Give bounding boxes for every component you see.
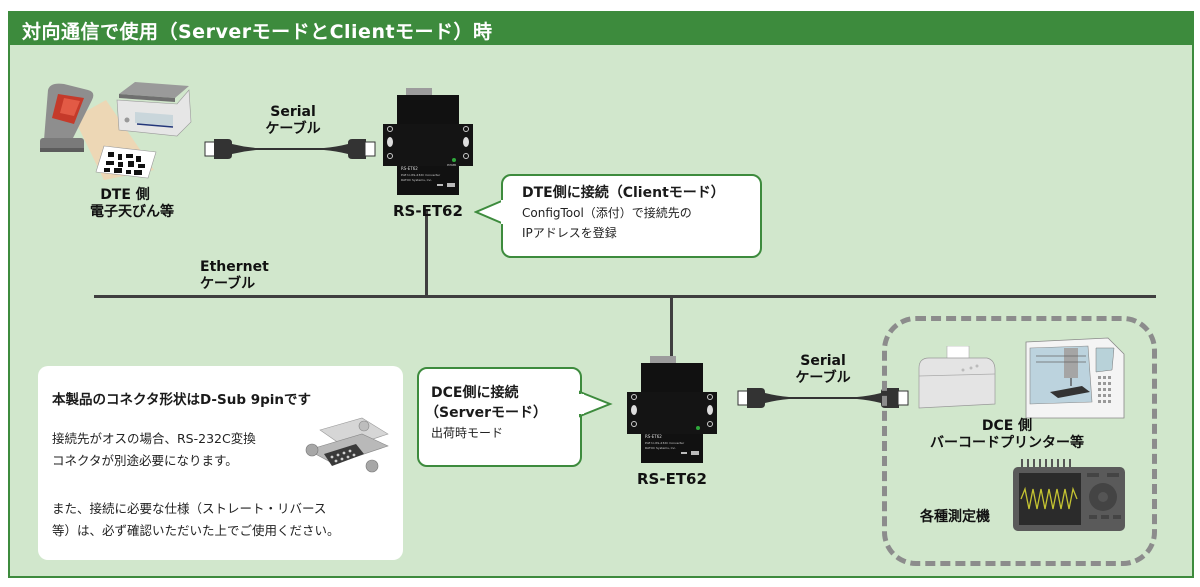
ethernet-cable-label-line2: ケーブル (200, 276, 256, 292)
dsub-connector-icon (302, 416, 392, 476)
bottom-serial-cable-label-line2: ケーブル (795, 370, 851, 386)
bottom-bubble-pointer (578, 390, 614, 420)
ethernet-bus-line (94, 295, 1156, 298)
measuring-instrument-icon (1013, 459, 1125, 533)
server-mode-bubble-title-line2: （Serverモード） (425, 405, 548, 421)
ethernet-cable-label: Ethernet ケーブル (200, 259, 269, 293)
client-mode-bubble-line2: IPアドレスを登録 (522, 226, 617, 240)
bottom-converter-device-icon: RS-ET62 PoE to RS-232C Converter RATOC S… (625, 356, 719, 466)
bottom-converter-model-label: RS-ET62 (637, 470, 707, 488)
connector-note-para1: 接続先がオスの場合、RS-232C変換 コネクタが別途必要になります。 (52, 428, 256, 472)
connector-note-para1-line2: コネクタが別途必要になります。 (52, 453, 238, 468)
top-converter-model-label: RS-ET62 (393, 202, 463, 220)
connector-note-para1-line1: 接続先がオスの場合、RS-232C変換 (52, 431, 256, 446)
bottom-converter-face-maker: RATOC Systems, Inc. (645, 446, 676, 450)
connector-note-box: 本製品のコネクタ形状はD-Sub 9pinです 接続先がオスの場合、RS-232… (38, 366, 403, 560)
server-mode-bubble-title-line1: DCE側に接続 (431, 385, 519, 401)
bottom-converter-drop-line (670, 297, 673, 357)
measuring-instrument-label: 各種測定機 (920, 509, 990, 525)
connector-note-para2-line2: 等）は、必ず確認いただいた上でご使用ください。 (52, 523, 340, 538)
electronic-scale-icon (115, 80, 195, 140)
client-mode-bubble-title: DTE側に接続（Clientモード） (522, 185, 725, 201)
top-converter-power-label: POWER (447, 163, 457, 167)
top-serial-cable-icon (204, 135, 376, 163)
dce-device-group (882, 316, 1157, 566)
top-converter-face-model: RS-ET62 (401, 166, 418, 171)
connector-note-para2: また、接続に必要な仕様（ストレート・リバース 等）は、必ず確認いただいた上でご使… (52, 498, 340, 542)
ethernet-cable-label-line1: Ethernet (200, 259, 269, 275)
connector-note-title: 本製品のコネクタ形状はD-Sub 9pinです (52, 392, 312, 408)
dce-device-label-line1: DCE 側 (981, 418, 1033, 434)
server-mode-bubble: DCE側に接続 （Serverモード） 出荷時モード (417, 367, 582, 467)
dte-device-label-line1: DTE 側 (100, 187, 150, 203)
top-serial-cable-label-line2: ケーブル (265, 121, 321, 137)
dte-device-label-line2: 電子天びん等 (90, 204, 174, 220)
top-converter-drop-line (425, 210, 428, 296)
client-mode-bubble: DTE側に接続（Clientモード） ConfigTool（添付）で接続先の I… (501, 174, 762, 258)
top-converter-device-icon: RS-ET62 PoE to RS-232C Converter RATOC S… (381, 88, 475, 198)
diagram-title: 対向通信で使用（ServerモードとClientモード）時 (22, 21, 493, 43)
title-bar: 対向通信で使用（ServerモードとClientモード）時 (10, 13, 1192, 45)
receipt-printer-icon (915, 346, 997, 412)
server-mode-bubble-body: 出荷時モード (431, 426, 504, 440)
dce-device-label-line2: バーコードプリンター等 (930, 435, 1084, 451)
cnc-machine-icon (1016, 334, 1126, 419)
top-serial-cable-label-line1: Serial (270, 104, 316, 120)
dce-device-label: DCE 側 バーコードプリンター等 (912, 418, 1102, 452)
barcode-scanner-icon (36, 82, 161, 182)
bottom-serial-cable-label: Serial ケーブル (788, 353, 858, 387)
bottom-serial-cable-icon (737, 384, 909, 412)
top-serial-cable-label: Serial ケーブル (258, 104, 328, 138)
bottom-converter-face-model: RS-ET62 (645, 434, 662, 439)
connector-note-para2-line1: また、接続に必要な仕様（ストレート・リバース (52, 501, 327, 516)
top-converter-face-maker: RATOC Systems, Inc. (401, 178, 432, 182)
top-bubble-pointer-cover (501, 200, 505, 224)
bottom-serial-cable-label-line1: Serial (800, 353, 846, 369)
client-mode-bubble-line1: ConfigTool（添付）で接続先の (522, 206, 692, 220)
top-converter-face-desc: PoE to RS-232C Converter (401, 173, 441, 177)
bottom-converter-face-desc: PoE to RS-232C Converter (645, 441, 685, 445)
dte-device-label: DTE 側 電子天びん等 (90, 187, 174, 221)
